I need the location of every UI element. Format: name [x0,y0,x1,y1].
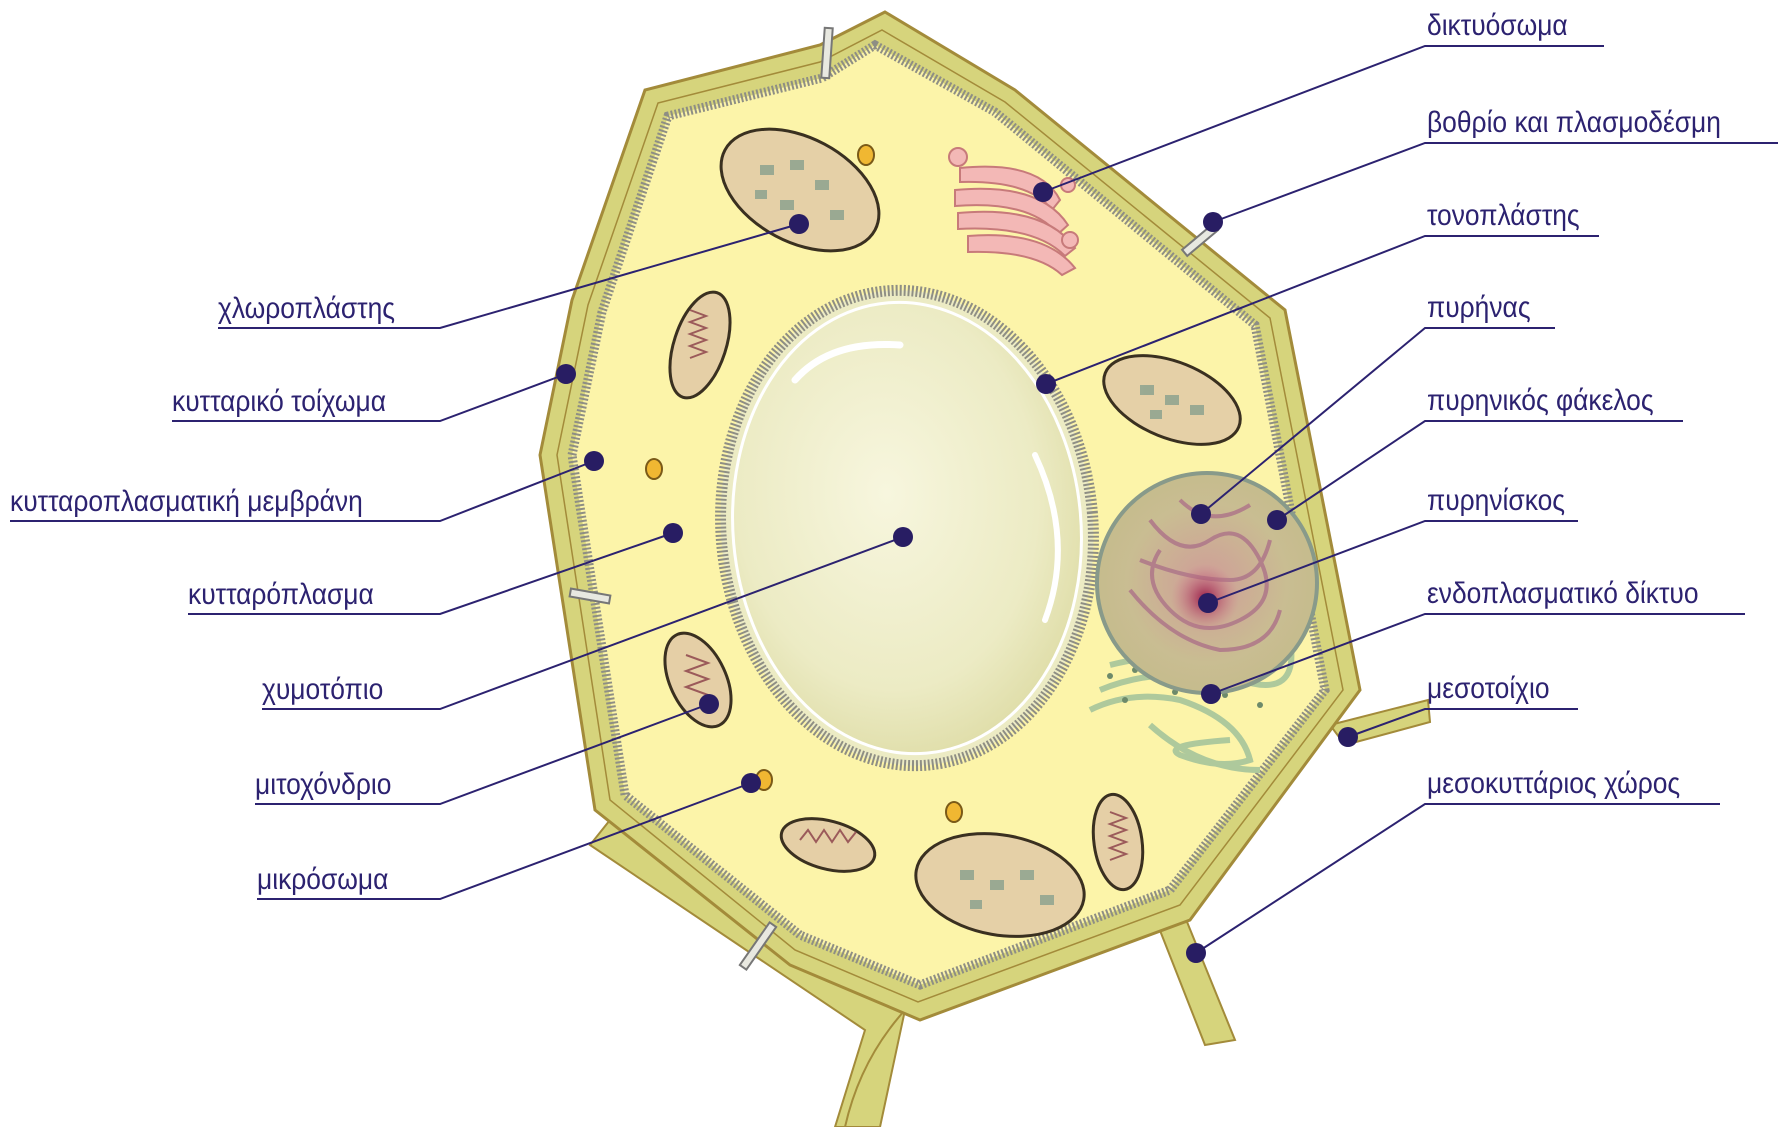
label-cell-wall: κυτταρικό τοίχωμα [172,385,386,419]
label-chloroplast: χλωροπλάστης [218,292,395,326]
label-microbody: μικρόσωμα [257,863,388,897]
label-tonoplast: τονοπλάστης [1427,199,1580,233]
label-nuclear-envelope: πυρηνικός φάκελος [1427,384,1654,418]
label-golgi: δικτυόσωμα [1427,9,1568,43]
label-nucleolus: πυρηνίσκος [1427,484,1565,518]
label-er: ενδοπλασματικό δίκτυο [1427,577,1699,611]
label-pit-plasmodesma: βοθρίο και πλασμοδέσμη [1427,106,1721,140]
label-plasma-membrane: κυτταροπλασματική μεμβράνη [10,485,363,519]
label-middle-lamella: μεσοτοίχιο [1427,672,1550,706]
label-mitochondrion: μιτοχόνδριο [255,768,391,802]
label-nucleus: πυρήνας [1427,291,1531,325]
label-cytoplasm: κυτταρόπλασμα [188,578,374,612]
label-vacuole: χυμοτόπιο [262,673,383,707]
label-intercellular-space: μεσοκυττάριος χώρος [1427,767,1680,801]
